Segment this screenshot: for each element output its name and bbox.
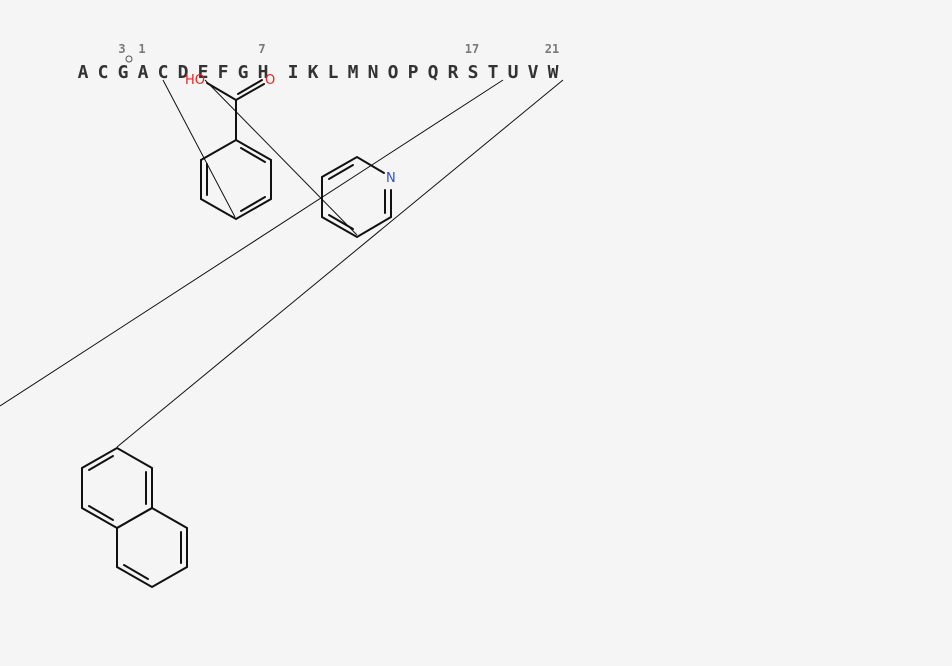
benzoic-co-double-bond bbox=[237, 79, 263, 95]
sequence-number: 17 bbox=[465, 42, 479, 56]
sequence-letter: U bbox=[508, 62, 519, 83]
sequence-letter: N bbox=[368, 62, 379, 83]
pyridine-inner-bond bbox=[328, 164, 354, 180]
sequence-letter: L bbox=[328, 62, 339, 83]
sequence-letter: M bbox=[348, 62, 359, 83]
sequence-letter: R bbox=[448, 62, 459, 83]
benzoic-inner-bond bbox=[240, 196, 266, 212]
carbonyl-oxygen-label: O bbox=[265, 73, 275, 88]
pyridine-inner-bond bbox=[328, 214, 354, 230]
modification-marker-icon bbox=[125, 55, 133, 63]
link-lines bbox=[0, 79, 564, 448]
sequence-letter: T bbox=[488, 62, 499, 83]
sequence-letter: C bbox=[158, 62, 169, 83]
sequence-letter: A bbox=[138, 62, 149, 83]
link-line bbox=[204, 79, 358, 236]
benzoic-acid-molecule: HO O bbox=[185, 73, 275, 221]
sequence-letter: H bbox=[258, 62, 269, 83]
link-line bbox=[162, 79, 236, 218]
benzoic-oh-bond bbox=[206, 82, 237, 101]
sequence-letter: Q bbox=[428, 62, 439, 83]
sequence-letter: G bbox=[238, 62, 249, 83]
naphthalene-ring-lower bbox=[116, 506, 188, 589]
naphthalene-ring-upper bbox=[81, 446, 153, 530]
sequence-letter: W bbox=[548, 62, 559, 83]
sequence-number: 7 bbox=[258, 42, 265, 56]
sequence-letter: I bbox=[288, 62, 299, 83]
sequence-letter: E bbox=[198, 62, 209, 83]
sequence-letter: D bbox=[178, 62, 189, 83]
hydroxyl-label: HO bbox=[185, 73, 205, 88]
sequence-letter: K bbox=[308, 62, 319, 83]
pyridine-molecule: N bbox=[321, 155, 396, 239]
pyridine-nitrogen-label: N bbox=[386, 171, 396, 186]
sequence-letter: P bbox=[408, 62, 419, 83]
link-line bbox=[0, 79, 504, 407]
benzoic-inner-bond bbox=[240, 147, 266, 163]
link-line bbox=[116, 79, 564, 448]
sequence-number: 1 bbox=[138, 42, 145, 56]
sequence-number: 3 bbox=[118, 42, 125, 56]
sequence-letter: S bbox=[468, 62, 479, 83]
sequence-number: 21 bbox=[545, 42, 559, 56]
naphthalene-inner-bond bbox=[123, 564, 149, 580]
naphthalene-molecule bbox=[81, 446, 188, 589]
sequence-letter: O bbox=[388, 62, 399, 83]
sequence-letter: C bbox=[98, 62, 109, 83]
sequence-letter: V bbox=[528, 62, 539, 83]
sequence-letter: G bbox=[118, 62, 129, 83]
naphthalene-inner-bond bbox=[88, 455, 114, 471]
benzoic-co-bond bbox=[235, 83, 265, 101]
naphthalene-inner-bond bbox=[88, 505, 114, 521]
sequence-letter: F bbox=[218, 62, 229, 83]
sequence-letter: A bbox=[78, 62, 89, 83]
pyridine-ring bbox=[321, 155, 392, 239]
benzoic-ring bbox=[200, 138, 272, 221]
